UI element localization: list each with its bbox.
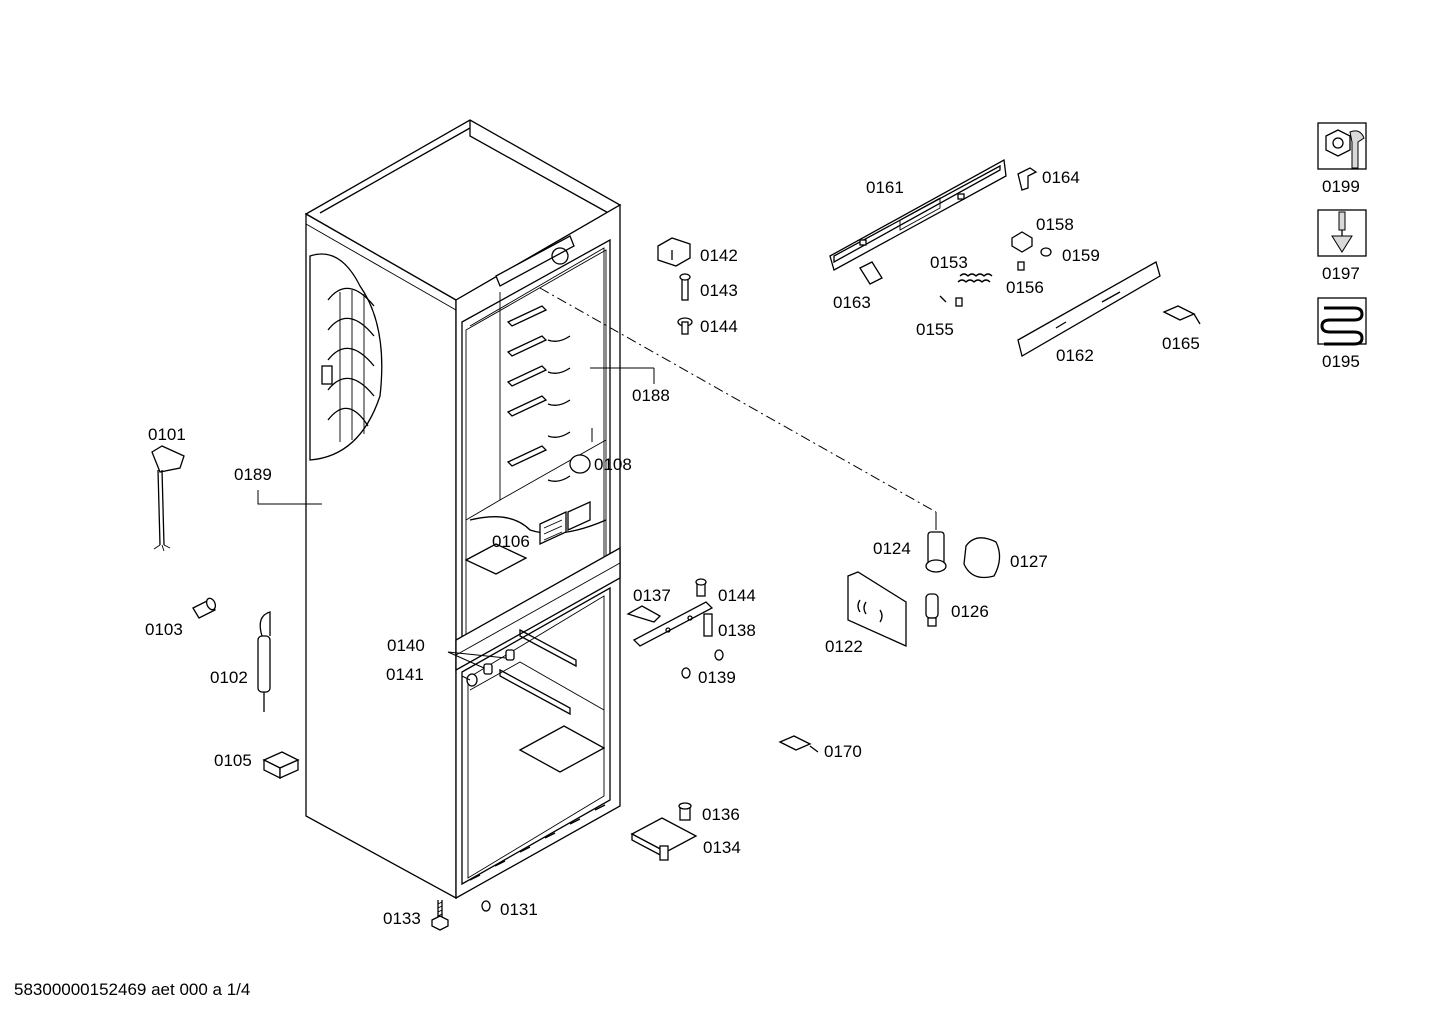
part-0144-screw xyxy=(677,317,693,335)
label-0143: 0143 xyxy=(700,281,738,300)
label-0133: 0133 xyxy=(383,909,421,928)
label-0141: 0141 xyxy=(386,665,424,684)
part-0144-screw-b xyxy=(695,578,707,597)
label-0162: 0162 xyxy=(1056,346,1094,365)
legend-label-0195: 0195 xyxy=(1322,352,1360,371)
dashed-leader xyxy=(539,287,937,513)
part-0134-lower-hinge xyxy=(630,817,698,861)
part-0142-hinge-cap xyxy=(657,237,691,267)
part-0105-clip xyxy=(262,751,300,780)
screwdriver-icon xyxy=(1317,209,1367,257)
label-0156: 0156 xyxy=(1006,278,1044,297)
label-0137: 0137 xyxy=(633,586,671,605)
part-0122-light-housing xyxy=(847,571,907,648)
part-0137-hinge-bracket xyxy=(626,605,662,623)
part-0163-card xyxy=(859,261,883,285)
document-footer: 58300000152469 aet 000 a 1/4 xyxy=(14,980,251,999)
label-0138: 0138 xyxy=(718,621,756,640)
legend-label-0199: 0199 xyxy=(1322,177,1360,196)
bottom-vents xyxy=(469,804,606,881)
part-0161-control-panel xyxy=(829,158,1007,271)
label-0101: 0101 xyxy=(148,425,186,444)
label-0124: 0124 xyxy=(873,539,911,558)
shelf-supports-upper xyxy=(506,305,571,482)
label-0102: 0102 xyxy=(210,668,248,687)
part-0131-washer xyxy=(481,900,491,912)
label-0188: 0188 xyxy=(632,386,670,405)
parts-0140-0141-pins xyxy=(466,649,515,687)
part-0165-connector xyxy=(1162,305,1201,325)
part-0139-washer xyxy=(681,649,724,679)
label-0142: 0142 xyxy=(700,246,738,265)
condenser-coil xyxy=(309,253,383,461)
label-0189: 0189 xyxy=(234,465,272,484)
label-0164: 0164 xyxy=(1042,168,1080,187)
part-0103-cylinder xyxy=(192,597,217,619)
label-0108: 0108 xyxy=(594,455,632,474)
part-0101-power-cord xyxy=(151,445,185,552)
label-0153: 0153 xyxy=(930,253,968,272)
legend-label-0197: 0197 xyxy=(1322,264,1360,283)
label-0158: 0158 xyxy=(1036,215,1074,234)
label-0122: 0122 xyxy=(825,637,863,656)
part-0124-lamp-holder xyxy=(925,531,947,573)
legend: 0199 0197 0195 xyxy=(1317,122,1367,371)
label-0165: 0165 xyxy=(1162,334,1200,353)
label-0155: 0155 xyxy=(916,320,954,339)
wrench-nut-icon xyxy=(1317,122,1367,170)
label-0170: 0170 xyxy=(824,742,862,761)
heating-coil-icon xyxy=(1317,297,1367,346)
part-0159-bulb xyxy=(1040,247,1052,257)
part-0136-bolt xyxy=(678,802,692,821)
part-0162-trim-strip xyxy=(1017,261,1161,357)
label-0140: 0140 xyxy=(387,636,425,655)
label-0144-b: 0144 xyxy=(718,586,756,605)
label-0144: 0144 xyxy=(700,317,738,336)
label-0163: 0163 xyxy=(833,293,871,312)
leader-lines xyxy=(257,367,655,681)
label-0103: 0103 xyxy=(145,620,183,639)
part-0138-hinge xyxy=(632,601,714,647)
part-0127-lamp-cover xyxy=(963,537,1001,579)
part-0108-plug xyxy=(569,454,591,474)
label-0134: 0134 xyxy=(703,838,741,857)
label-0126: 0126 xyxy=(951,602,989,621)
label-0159: 0159 xyxy=(1062,246,1100,265)
label-0131: 0131 xyxy=(500,900,538,919)
label-0139: 0139 xyxy=(698,668,736,687)
label-0105: 0105 xyxy=(214,751,252,770)
part-0164-clip xyxy=(1017,167,1038,191)
part-0155-pins xyxy=(939,295,963,307)
part-0133-adjustable-foot xyxy=(431,900,449,931)
label-0127: 0127 xyxy=(1010,552,1048,571)
part-labels: 0101 0102 0103 0105 0106 0108 0122 0124 … xyxy=(145,168,1200,928)
part-0126-lamp xyxy=(925,593,939,627)
label-0106: 0106 xyxy=(492,532,530,551)
fridge-cabinet xyxy=(304,119,622,900)
label-0161: 0161 xyxy=(866,178,904,197)
part-0170-connector xyxy=(778,735,819,753)
label-0136: 0136 xyxy=(702,805,740,824)
part-0156-pin xyxy=(1017,261,1025,271)
part-0106-tray xyxy=(539,500,591,546)
part-0153-springs xyxy=(957,273,993,283)
part-0143-hinge-pin xyxy=(679,273,691,301)
part-0102-thermostat xyxy=(257,611,271,712)
part-0158-switch xyxy=(1011,231,1033,253)
